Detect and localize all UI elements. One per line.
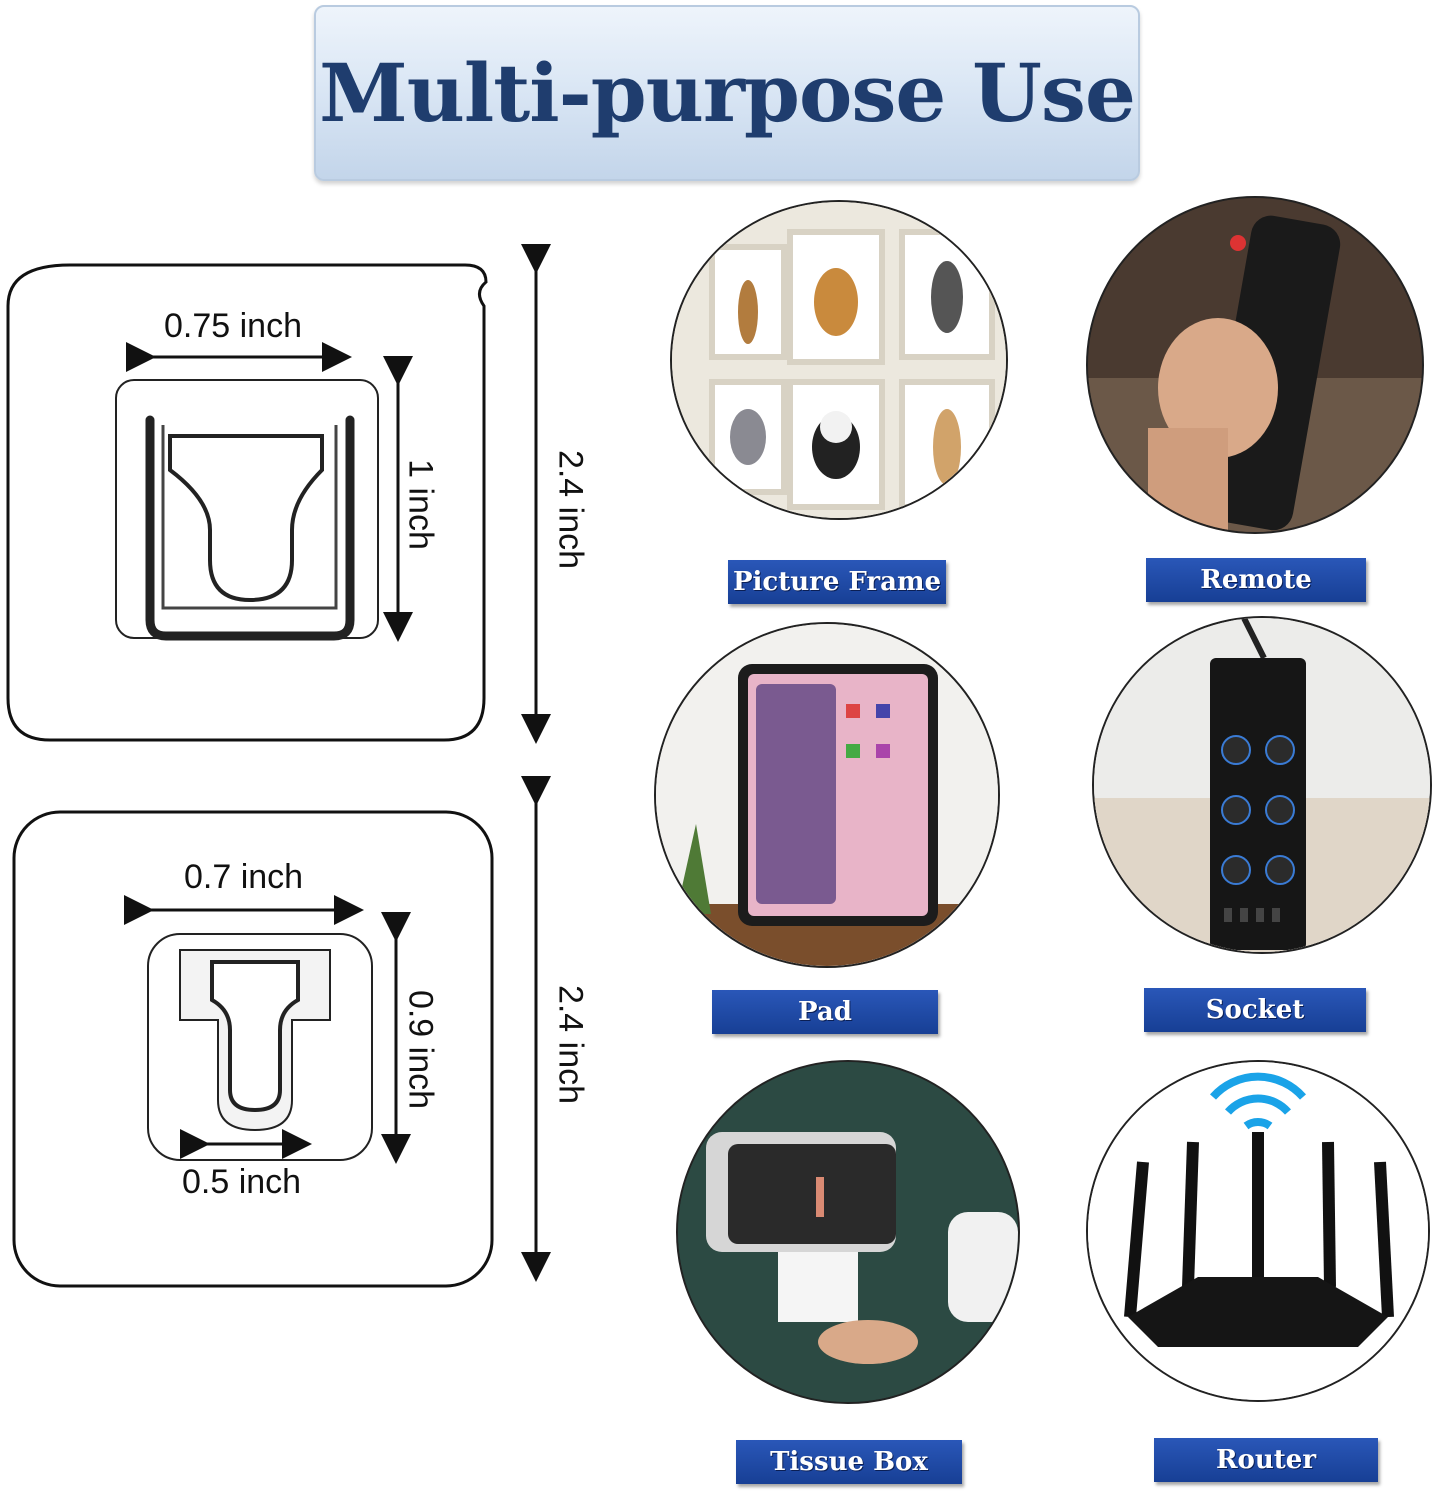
tablet-art: [656, 624, 998, 966]
page-title: Multi-purpose Use: [319, 46, 1136, 140]
small-height-label: 0.9 inch: [401, 989, 440, 1110]
power-strip-art: [1094, 618, 1430, 952]
label-tissue-box: Tissue Box: [736, 1440, 962, 1484]
picture-frame-photo: [670, 200, 1008, 520]
large-height-label: 1 inch: [401, 459, 440, 550]
small-width-label: 0.7 inch: [184, 858, 304, 896]
power-strip-photo: [1092, 616, 1432, 954]
small-bottom-label: 0.5 inch: [182, 1163, 302, 1201]
remote-art: [1088, 198, 1422, 532]
remote-photo: [1086, 196, 1424, 534]
router-photo: [1086, 1060, 1430, 1402]
small-hook-inner: [210, 960, 300, 1113]
label-router: Router: [1154, 1438, 1378, 1482]
large-hook-slot: [168, 434, 324, 603]
small-hook-base: [147, 933, 373, 1161]
label-socket: Socket: [1144, 988, 1366, 1032]
title-banner: Multi-purpose Use: [314, 5, 1140, 181]
large-pad-label: 2.4 inch: [551, 449, 590, 570]
label-remote: Remote: [1146, 558, 1366, 602]
label-picture-frame: Picture Frame: [728, 560, 946, 604]
router-art: [1088, 1062, 1428, 1400]
tissue-box-photo: [676, 1060, 1020, 1404]
small-pad-label: 2.4 inch: [551, 984, 590, 1105]
small-pad-outline: [12, 810, 494, 1288]
large-hook-outer: [145, 415, 355, 641]
large-pad-outline: [6, 263, 488, 742]
large-hook-inner: [161, 425, 338, 610]
tissue-box-art: [678, 1062, 1018, 1402]
picture-frame-art: [672, 202, 1006, 518]
large-width-label: 0.75 inch: [164, 307, 302, 345]
tablet-photo: [654, 622, 1000, 968]
label-pad: Pad: [712, 990, 938, 1034]
